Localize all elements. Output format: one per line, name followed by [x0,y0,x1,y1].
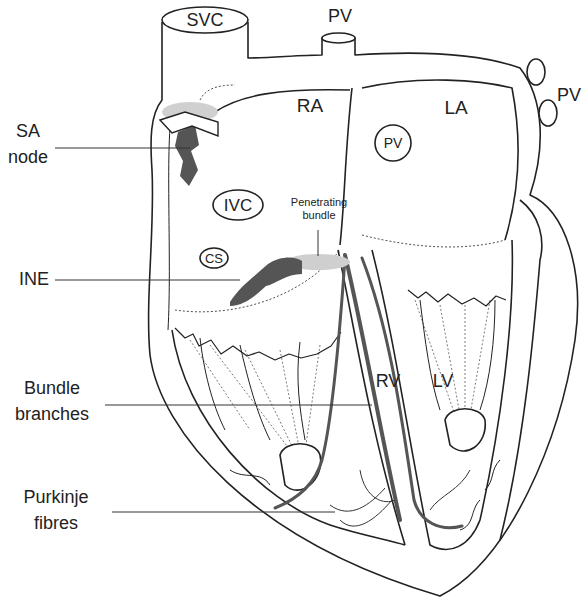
part-label: SA node [2,118,54,170]
vessel-ellipse: CS [199,247,229,269]
atrial-septum [340,88,352,245]
rv-cavity [172,330,405,545]
ellipse-shape [162,7,248,33]
ellipse-shape [213,190,263,220]
sa-node [175,125,199,186]
tricuspid-valve [175,328,341,360]
lv-outer-wall [500,200,542,540]
trabeculae [230,460,500,530]
vein-stub [527,59,545,85]
valve-leaflet [200,338,305,440]
atrium-dotted [362,235,505,247]
atrium-wall [362,80,518,240]
leader-line [318,230,319,256]
part-label: Penetrating bundle [283,196,355,222]
bundle-branch [275,258,345,508]
ine-shape [230,258,302,306]
part-label: Bundle branches [0,375,104,427]
leader-line [112,512,335,513]
papillary-muscle [280,444,321,490]
part-label: PV [318,3,362,29]
papillary-muscle [445,409,485,451]
vessel-ellipse: PV [374,124,412,162]
part-label: Purkinje fibres [2,484,110,536]
leader-line [55,148,190,149]
part-label: PV [552,82,586,108]
part-label: LA [436,94,476,122]
inner-wall [168,110,172,330]
vessel-ellipse: IVC [212,189,264,221]
leader-line [105,405,372,406]
atrium-wall [215,90,350,112]
purkinje-fibres [330,470,470,526]
atrium-dotted [200,85,235,100]
vessel-name: SVC [186,11,223,29]
vein-stub [322,33,355,43]
vein-stub [539,100,557,126]
part-label: RV [370,368,406,394]
vessel-name: PV [384,136,403,150]
part-label: LV [425,368,461,394]
cutaway-box [160,112,218,136]
part-label: RA [290,92,330,120]
bundle-branch [362,258,462,528]
ellipse-shape [200,248,228,268]
heart-outline [149,22,578,596]
chordae [415,300,490,415]
valve-leaflet [420,300,495,410]
leader-line [55,280,240,281]
lv-cavity [372,240,512,549]
mitral-valve [408,290,506,306]
vessel-name: IVC [224,197,252,214]
ellipse-shape [375,125,411,161]
vessel-name: CS [205,252,223,265]
part-label: INE [12,266,56,292]
chordae [190,340,320,452]
vessel-ellipse: SVC [161,6,249,34]
